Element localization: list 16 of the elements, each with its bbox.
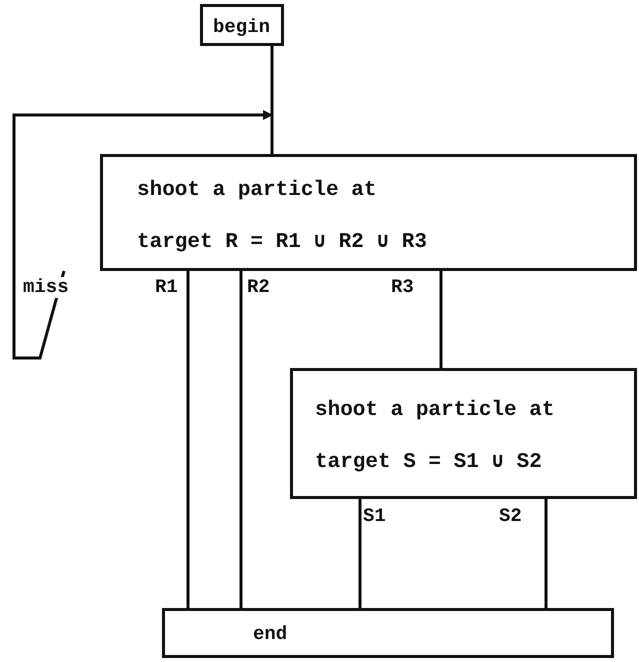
connector-line <box>240 271 242 608</box>
connector-line <box>440 271 442 368</box>
connector-line <box>186 271 190 608</box>
box-text: begin <box>213 15 272 39</box>
box-text: shoot a particle at target R = R1 ∪ R2 ∪ R3 <box>137 178 428 256</box>
box-text: shoot a particle at target S = S1 ∪ S2 <box>315 398 556 476</box>
connector-line <box>544 499 548 608</box>
box-text: end <box>253 622 288 647</box>
edge-label: miss <box>22 277 70 298</box>
arrow <box>12 110 273 360</box>
process-box <box>200 4 284 46</box>
connector-line <box>270 46 274 154</box>
process-box <box>100 154 637 271</box>
process-box <box>162 608 614 658</box>
process-box <box>290 368 637 499</box>
connector-line <box>358 499 362 608</box>
